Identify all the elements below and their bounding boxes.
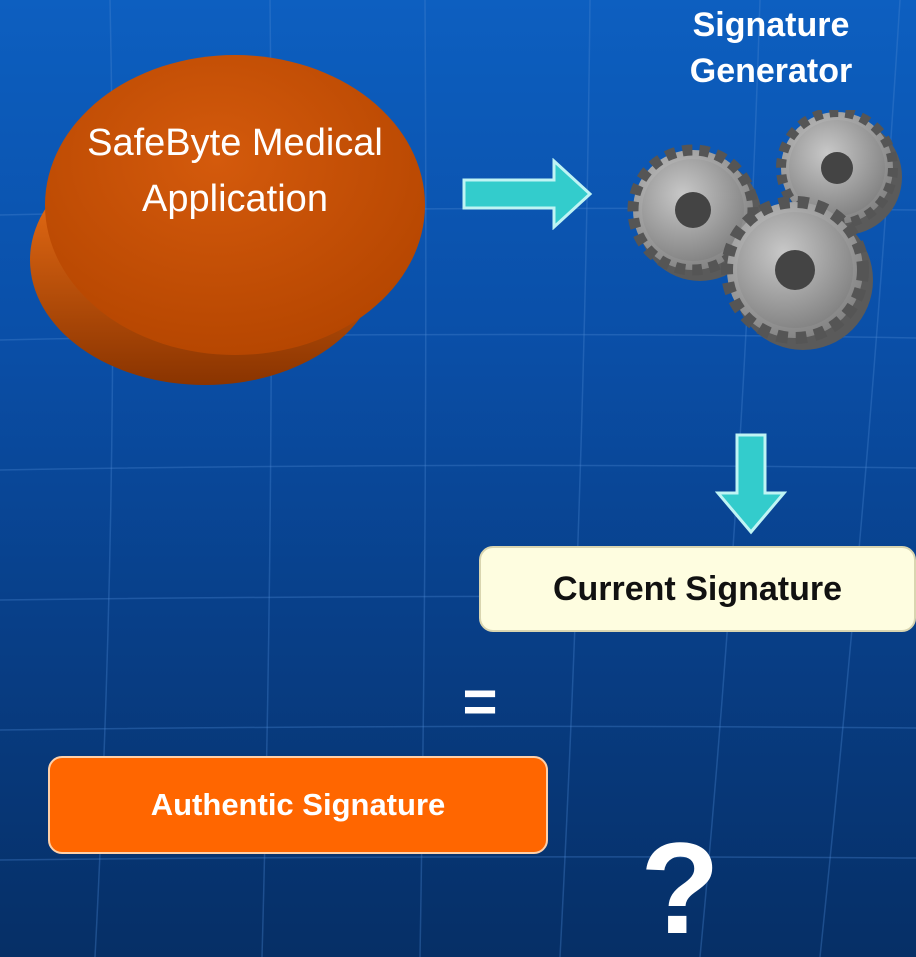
current-signature-label: Current Signature [552,569,843,608]
authentic-signature-label: Authentic Signature [150,787,446,822]
authentic-signature-box: Authentic Signature [48,756,548,854]
right-arrow-icon [462,158,593,230]
equals-symbol: = [462,668,498,735]
generator-title: Signature Generator [689,6,853,90]
gears-icon [627,110,902,350]
question-mark: ? [640,815,720,957]
down-arrow-icon [715,433,787,535]
current-signature-box: Current Signature [479,546,916,632]
application-label: SafeByte Medical Application [87,122,383,220]
application-disc [30,55,425,385]
